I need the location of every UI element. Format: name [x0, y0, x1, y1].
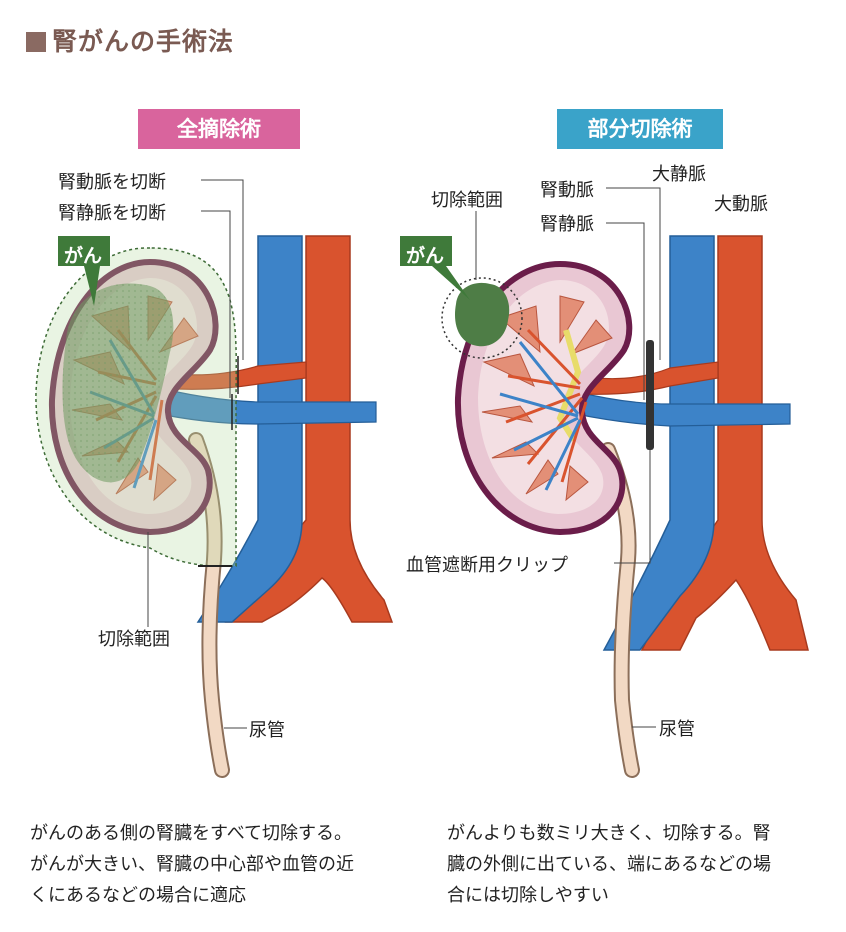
resection-area-left	[35, 247, 237, 568]
label-aorta: 大動脈	[714, 194, 768, 215]
page-title-text: 腎がんの手術法	[52, 27, 235, 56]
caption-total-line: がんのある側の腎臓をすべて切除する。	[30, 823, 353, 844]
page-title: 腎がんの手術法	[26, 22, 234, 58]
label-ureter-right: 尿管	[659, 719, 695, 740]
caption-partial-line: がんよりも数ミリ大きく、切除する。腎	[447, 823, 771, 844]
label-vein-cut: 腎静脈を切断	[58, 203, 166, 224]
label-cancer-right: がん	[406, 245, 445, 267]
vena-cava-left	[196, 235, 303, 623]
partial-nephrectomy-header: 部分切除術	[557, 109, 723, 149]
resection-circle-right	[441, 277, 523, 359]
label-cancer-left: がん	[64, 245, 103, 267]
renal-vein-left	[149, 385, 377, 425]
label-renal-artery: 腎動脈	[540, 180, 594, 201]
caption-partial-line: 臓の外側に出ている、端にあるなどの場	[447, 854, 771, 875]
label-ureter-left: 尿管	[249, 720, 285, 741]
vessel-clip	[646, 340, 654, 450]
label-resection-range-right: 切除範囲	[431, 190, 503, 211]
total-nephrectomy-header: 全摘除術	[138, 109, 300, 149]
caption-total-line: がんが大きい、腎臓の中心部や血管の近	[30, 854, 354, 875]
caption-partial-line: 合には切除しやすい	[447, 885, 609, 906]
caption-total-line: くにあるなどの場合に適応	[30, 885, 246, 906]
label-clip: 血管遮断用クリップ	[406, 555, 568, 576]
vena-cava-right	[602, 235, 715, 651]
label-artery-cut: 腎動脈を切断	[58, 172, 166, 193]
cancer-callout-right	[400, 236, 470, 300]
caption-partial: がんよりも数ミリ大きく、切除する。腎 臓の外側に出ている、端にあるなどの場 合に…	[447, 818, 827, 911]
renal-vein-right	[575, 391, 791, 427]
label-resection-range-left: 切除範囲	[98, 629, 170, 650]
partial-diagram	[400, 187, 809, 778]
total-diagram	[35, 179, 394, 778]
label-vena-cava: 大静脈	[652, 164, 706, 185]
caption-total: がんのある側の腎臓をすべて切除する。 がんが大きい、腎臓の中心部や血管の近 くに…	[30, 818, 410, 911]
cancer-callout-left	[58, 236, 110, 306]
title-square-icon	[26, 32, 46, 52]
label-renal-vein: 腎静脈	[540, 214, 594, 235]
